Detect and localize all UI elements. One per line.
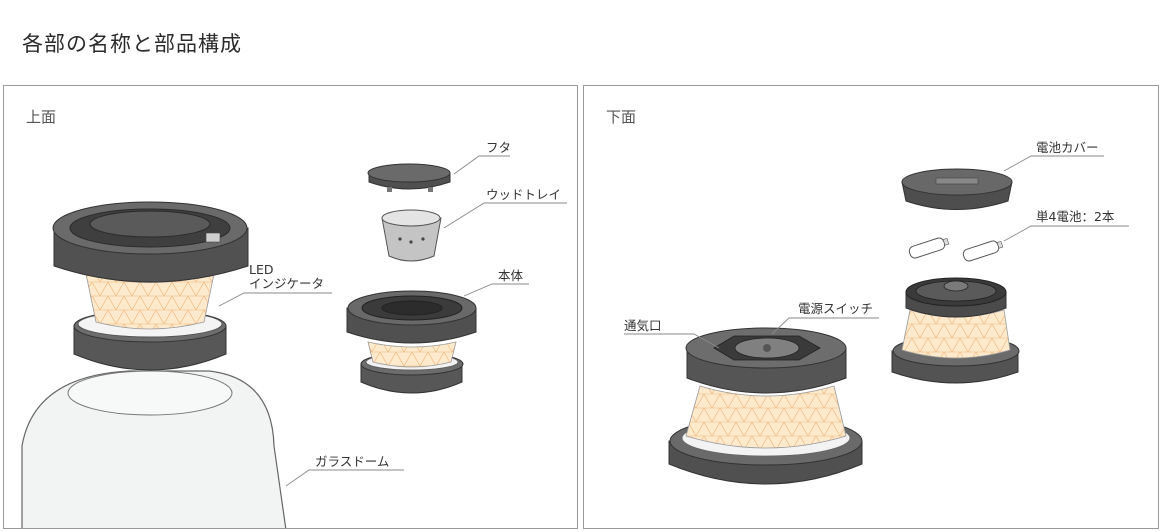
bottom-view-illustration (624, 155, 1129, 485)
led-indicator-callout-line1: LED (249, 262, 274, 277)
battery-cover-part (901, 168, 1013, 210)
led-indicator-mark (205, 232, 221, 243)
glass-dome (21, 370, 287, 528)
main-body-callout: 本体 (498, 268, 524, 283)
top-view-illustration (21, 155, 567, 528)
assembled-lamp-bottom (668, 327, 863, 485)
lid-part (367, 163, 451, 192)
wood-tray-part (381, 209, 442, 262)
glass-dome-callout: ガラスドーム (315, 454, 390, 469)
vent-callout: 通気口 (624, 318, 662, 333)
bottom-view-label: 下面 (606, 108, 637, 126)
top-view-label: 上面 (26, 108, 57, 126)
batteries-callout: 単4電池：2本 (1036, 209, 1115, 224)
page-title: 各部の名称と部品構成 (22, 32, 242, 56)
lid-callout: フタ (486, 140, 512, 155)
battery-cover-callout: 電池カバー (1036, 140, 1099, 155)
callout-lines-bottom (624, 155, 1129, 349)
main-body-part (346, 290, 477, 394)
batteries-part (908, 237, 1004, 262)
assembled-lamp-top (52, 201, 249, 371)
led-indicator-callout-line2: インジケータ (249, 276, 325, 291)
power-switch-callout: 電源スイッチ (798, 301, 874, 316)
bottom-view-panel: 下面 (583, 85, 1159, 529)
body-bottom-side (891, 277, 1020, 384)
callout-lines (218, 155, 567, 487)
top-view-panel: 上面 (3, 85, 578, 529)
wood-tray-callout: ウッドトレイ (486, 187, 562, 202)
